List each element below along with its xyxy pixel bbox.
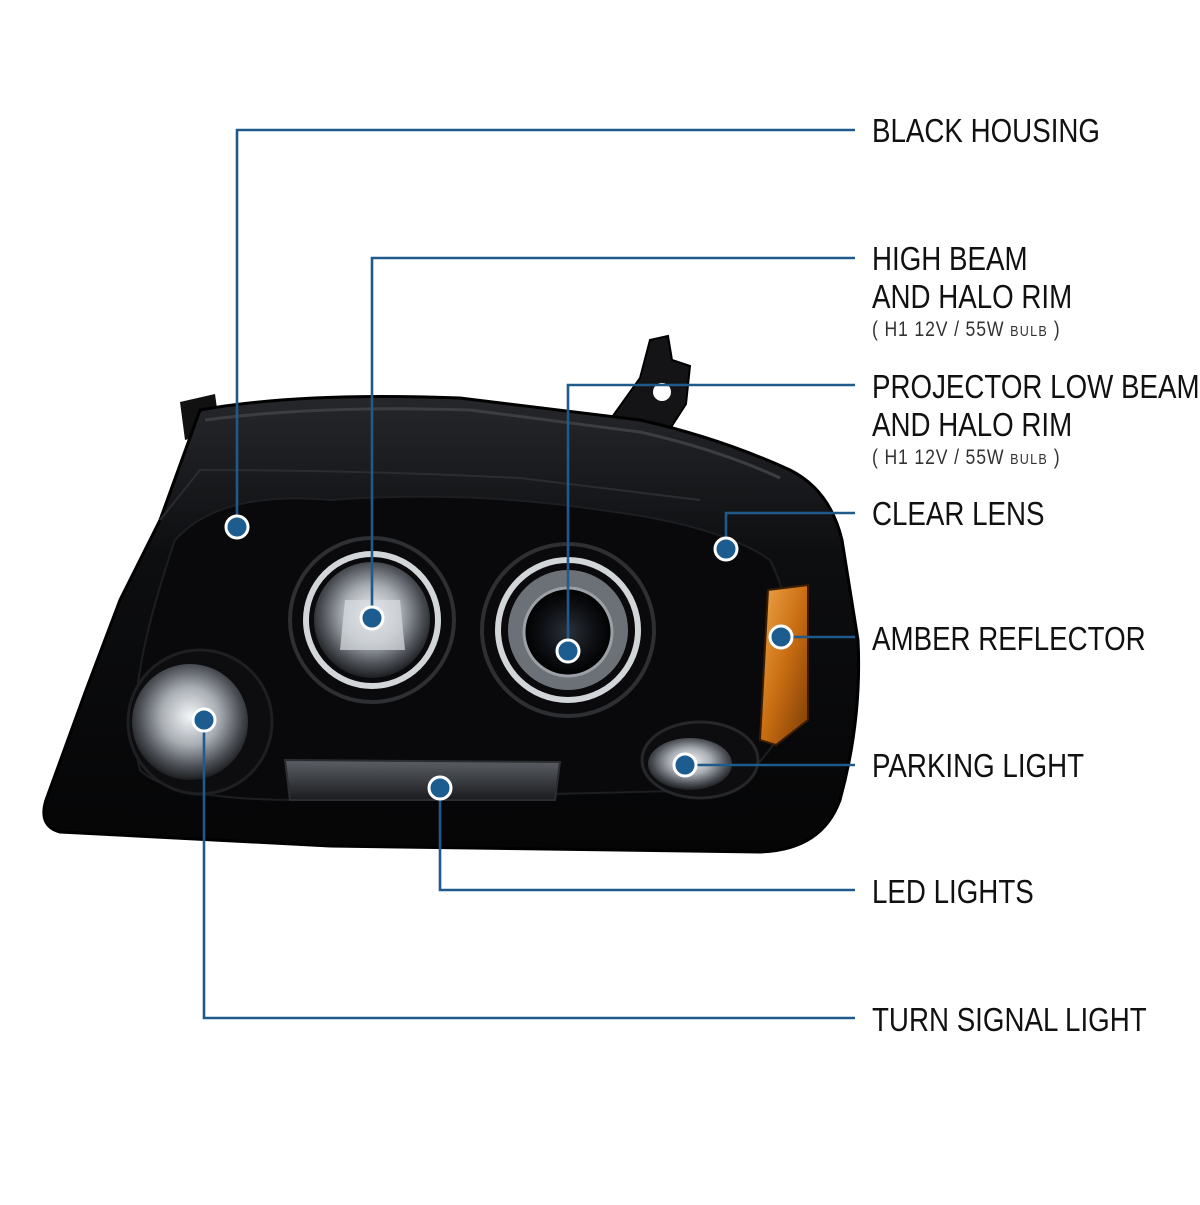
- label-led-lights-text: LED LIGHTS: [872, 873, 1034, 910]
- label-amber-reflector-text: AMBER REFLECTOR: [872, 620, 1146, 657]
- label-projector-line1: PROJECTOR LOW BEAM: [872, 368, 1200, 405]
- callout-dot-parking-light: [672, 752, 698, 778]
- label-black-housing-text: BLACK HOUSING: [872, 112, 1100, 149]
- label-parking-light-text: PARKING LIGHT: [872, 747, 1085, 784]
- label-high-beam: HIGH BEAM AND HALO RIM ( H1 12V / 55W BU…: [872, 240, 1072, 346]
- label-high-beam-note: ( H1 12V / 55W BULB ): [872, 318, 1061, 341]
- callout-dot-high-beam: [359, 605, 385, 631]
- label-turn-signal-light: TURN SIGNAL LIGHT: [872, 1001, 1147, 1039]
- label-high-beam-line1: HIGH BEAM: [872, 240, 1028, 277]
- callout-dot-led-lights: [427, 775, 453, 801]
- housing-top-edge: [204, 407, 781, 480]
- label-projector: PROJECTOR LOW BEAM AND HALO RIM ( H1 12V…: [872, 368, 1200, 474]
- led-strip: [283, 758, 562, 801]
- callout-projector: [566, 383, 855, 651]
- housing-inner-edge: [159, 468, 701, 521]
- projector-bulb-spec: H1 12V / 55W: [884, 446, 1005, 469]
- label-projector-line2: AND HALO RIM: [872, 406, 1073, 443]
- label-amber-reflector: AMBER REFLECTOR: [872, 620, 1146, 658]
- label-clear-lens: CLEAR LENS: [872, 495, 1045, 533]
- callout-dot-amber-reflector: [768, 624, 794, 650]
- callout-high-beam: [370, 256, 855, 618]
- callout-lines: [202, 128, 855, 1020]
- callout-black-housing: [235, 128, 855, 527]
- label-black-housing: BLACK HOUSING: [872, 112, 1100, 150]
- callout-dot-turn-signal: [191, 707, 217, 733]
- callout-turn-signal: [202, 720, 855, 1020]
- high-beam-bulb-spec: H1 12V / 55W: [884, 318, 1005, 341]
- callout-dot-black-housing: [224, 514, 250, 540]
- label-parking-light: PARKING LIGHT: [872, 747, 1084, 785]
- label-high-beam-line2: AND HALO RIM: [872, 278, 1073, 315]
- high-beam-bulb-suffix: BULB: [1010, 323, 1049, 340]
- projector-bulb-suffix: BULB: [1010, 451, 1049, 468]
- callout-dot-clear-lens: [713, 536, 739, 562]
- callout-dots: [191, 514, 794, 801]
- callout-dot-projector: [555, 638, 581, 664]
- label-led-lights: LED LIGHTS: [872, 873, 1034, 911]
- label-clear-lens-text: CLEAR LENS: [872, 495, 1045, 532]
- turn-signal-reflector: [132, 664, 248, 780]
- bracket-hole: [653, 383, 671, 401]
- amber-reflector: [758, 583, 809, 747]
- label-turn-signal-light-text: TURN SIGNAL LIGHT: [872, 1001, 1147, 1038]
- label-projector-note: ( H1 12V / 55W BULB ): [872, 446, 1061, 469]
- callout-led-lights: [438, 788, 855, 892]
